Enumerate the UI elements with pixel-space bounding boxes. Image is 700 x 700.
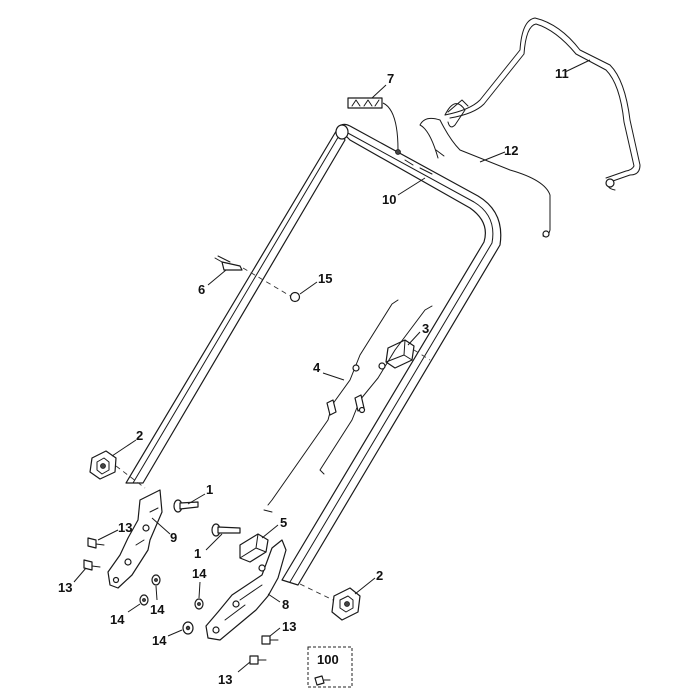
- handle-knob-left: [89, 450, 146, 489]
- callout-12: 12: [504, 143, 518, 158]
- callout-13-b: 13: [58, 580, 72, 595]
- callout-13-c: 13: [282, 619, 296, 634]
- callout-11: 11: [555, 66, 569, 81]
- handle-knob-right: [299, 583, 361, 621]
- callout-100: 100: [317, 652, 339, 667]
- callout-14-b: 14: [110, 612, 125, 627]
- control-cables: [267, 299, 433, 506]
- callout-8: 8: [282, 597, 289, 612]
- callout-2-right: 2: [376, 568, 383, 583]
- callout-14-a: 14: [150, 602, 165, 617]
- callout-2-left: 2: [136, 428, 143, 443]
- callout-7: 7: [387, 71, 394, 86]
- nut-a: [151, 574, 161, 586]
- bushing: [289, 291, 301, 303]
- callout-10: 10: [382, 192, 396, 207]
- bracket-right: [205, 539, 287, 641]
- cable: [419, 117, 551, 238]
- callout-14-c: 14: [192, 566, 207, 581]
- callout-14-d: 14: [152, 633, 167, 648]
- leader-lines: [73, 59, 591, 673]
- screw-a: [87, 537, 105, 549]
- bolt-lower: [211, 523, 241, 537]
- callout-1-lower: 1: [194, 546, 201, 561]
- callout-13-d: 13: [218, 672, 232, 687]
- kit-box: [307, 646, 353, 688]
- callout-labels: 7 11 12 10 6 15 3 4 2 2 1 1 5 9 8 13 13 …: [58, 66, 569, 687]
- bail-bar: [444, 17, 641, 191]
- callout-3: 3: [422, 321, 429, 336]
- handle-frame: [125, 123, 502, 586]
- callout-9: 9: [170, 530, 177, 545]
- callout-6: 6: [198, 282, 205, 297]
- nut-b: [139, 594, 149, 606]
- callout-13-a: 13: [118, 520, 132, 535]
- callout-1-upper: 1: [206, 482, 213, 497]
- cable-clamp: [385, 339, 431, 369]
- nut-c: [194, 598, 204, 610]
- cable-guide: [239, 509, 273, 563]
- pin-clip: [214, 255, 293, 298]
- bolt-upper: [173, 499, 199, 513]
- callout-5: 5: [280, 515, 287, 530]
- callout-15: 15: [318, 271, 332, 286]
- bracket-left: [107, 489, 163, 589]
- screw-d: [249, 655, 267, 665]
- screw-b: [83, 559, 101, 571]
- callout-4: 4: [313, 360, 321, 375]
- warning-sticker: [347, 97, 401, 155]
- screw-c: [261, 635, 279, 645]
- washer-d: [182, 621, 194, 635]
